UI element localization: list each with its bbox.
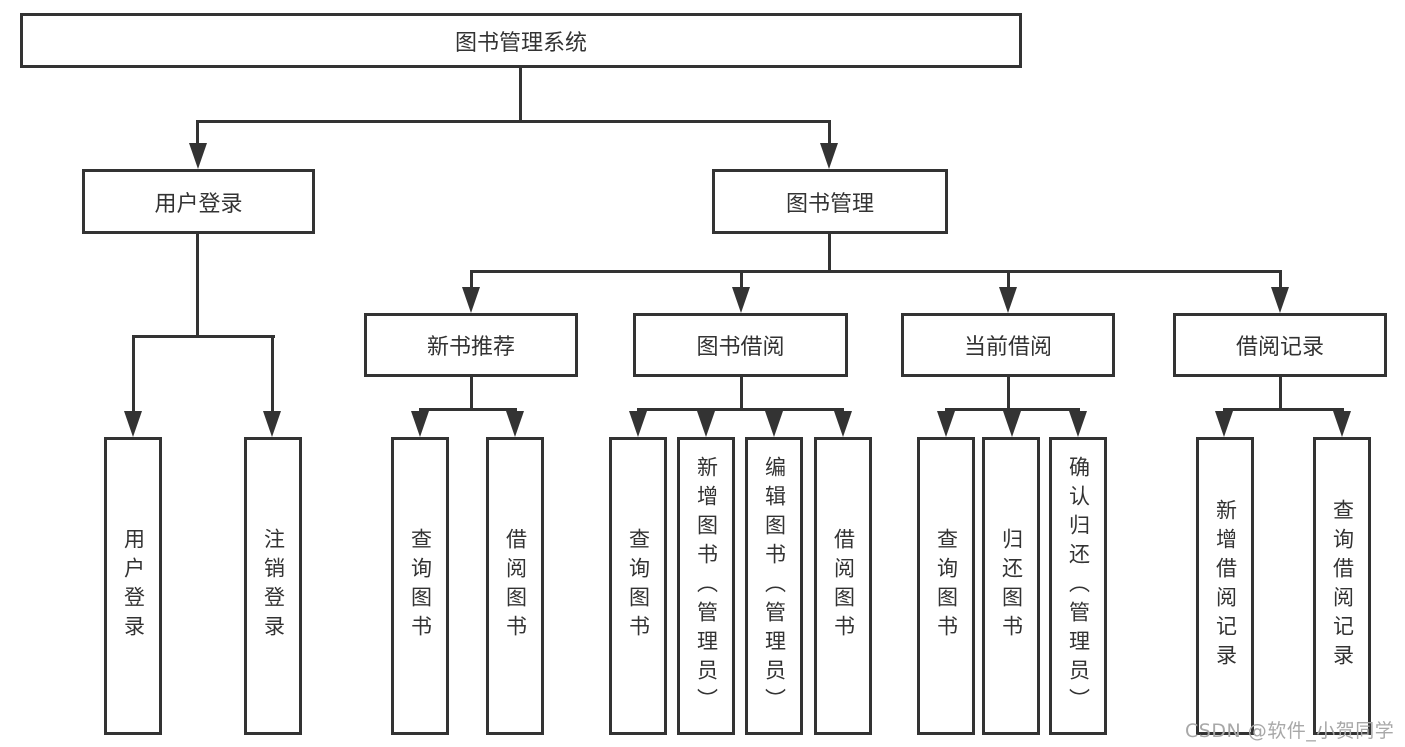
connector-book-mgmt-stem bbox=[828, 234, 831, 273]
leaf-cb-confirm-return-admin: 确认归还（管理员） bbox=[1049, 437, 1107, 735]
connector-book-mgmt-branch bbox=[470, 270, 1282, 273]
arrowhead-bb-query bbox=[629, 411, 647, 437]
connector-bb-stem bbox=[740, 377, 743, 410]
leaf-br-add-record: 新增借阅记录 bbox=[1196, 437, 1254, 735]
arrowhead-br-query bbox=[1333, 411, 1351, 437]
node-current-borrowing: 当前借阅 bbox=[901, 313, 1115, 377]
leaf-cb-return-books: 归还图书 bbox=[982, 437, 1040, 735]
leaf-bb-borrow-books-label: 借阅图书 bbox=[831, 528, 856, 644]
connector-drop-new-book-rec bbox=[470, 270, 473, 289]
node-book-borrowing: 图书借阅 bbox=[633, 313, 848, 377]
node-book-management-label: 图书管理 bbox=[785, 191, 874, 217]
arrowhead-cb-return bbox=[1003, 411, 1021, 437]
arrowhead-borrow-records bbox=[1271, 287, 1289, 313]
arrowhead-book-mgmt bbox=[820, 143, 838, 169]
connector-cb-stem bbox=[1007, 377, 1010, 410]
leaf-logout: 注销登录 bbox=[244, 437, 302, 735]
connector-drop-user-login bbox=[196, 120, 199, 146]
connector-nbr-branch bbox=[419, 408, 517, 411]
leaf-cb-return-books-label: 归还图书 bbox=[999, 528, 1024, 644]
leaf-cb-query-books: 查询图书 bbox=[917, 437, 975, 735]
arrowhead-cb-query bbox=[937, 411, 955, 437]
arrowhead-new-book-rec bbox=[462, 287, 480, 313]
node-borrowing-records: 借阅记录 bbox=[1173, 313, 1387, 377]
connector-root-stem bbox=[519, 66, 522, 122]
arrowhead-leaf-login bbox=[124, 411, 142, 437]
connector-cb-branch bbox=[945, 408, 1080, 411]
connector-bb-branch bbox=[637, 408, 844, 411]
node-new-book-recommend-label: 新书推荐 bbox=[426, 335, 515, 360]
node-borrowing-records-label: 借阅记录 bbox=[1235, 335, 1324, 360]
connector-drop-current-borrow bbox=[1007, 270, 1010, 289]
arrowhead-bb-borrow bbox=[834, 411, 852, 437]
leaf-bb-query-books-label: 查询图书 bbox=[626, 528, 651, 644]
arrowhead-nbr-borrow bbox=[506, 411, 524, 437]
leaf-cb-query-books-label: 查询图书 bbox=[934, 528, 959, 644]
arrowhead-br-add bbox=[1215, 411, 1233, 437]
connector-nbr-stem bbox=[470, 377, 473, 410]
leaf-br-query-record-label: 查询借阅记录 bbox=[1330, 499, 1355, 673]
arrowhead-leaf-logout bbox=[263, 411, 281, 437]
connector-user-login-branch bbox=[132, 335, 275, 338]
leaf-bb-add-books-admin: 新增图书（管理员） bbox=[677, 437, 735, 735]
connector-drop-leaf-login bbox=[132, 335, 135, 413]
connector-br-branch bbox=[1223, 408, 1344, 411]
node-library-system-label: 图书管理系统 bbox=[454, 30, 587, 56]
node-user-login: 用户登录 bbox=[82, 169, 315, 234]
arrowhead-nbr-query bbox=[411, 411, 429, 437]
connector-br-stem bbox=[1279, 377, 1282, 410]
node-user-login-label: 用户登录 bbox=[154, 191, 243, 217]
arrowhead-cb-confirm bbox=[1069, 411, 1087, 437]
leaf-bb-edit-books-admin-label: 编辑图书（管理员） bbox=[762, 455, 787, 717]
arrowhead-bb-edit bbox=[765, 411, 783, 437]
leaf-br-add-record-label: 新增借阅记录 bbox=[1213, 499, 1238, 673]
csdn-watermark: CSDN @软件_小贺同学 bbox=[1185, 720, 1395, 742]
connector-user-login-stem bbox=[196, 234, 199, 337]
leaf-nbr-borrow-books: 借阅图书 bbox=[486, 437, 544, 735]
arrowhead-bb-add bbox=[697, 411, 715, 437]
node-new-book-recommend: 新书推荐 bbox=[364, 313, 578, 377]
leaf-nbr-query-books: 查询图书 bbox=[391, 437, 449, 735]
leaf-bb-edit-books-admin: 编辑图书（管理员） bbox=[745, 437, 803, 735]
leaf-nbr-query-books-label: 查询图书 bbox=[408, 528, 433, 644]
leaf-nbr-borrow-books-label: 借阅图书 bbox=[503, 528, 528, 644]
node-book-management: 图书管理 bbox=[712, 169, 948, 234]
arrowhead-current-borrow bbox=[999, 287, 1017, 313]
connector-drop-borrow-records bbox=[1279, 270, 1282, 289]
leaf-cb-confirm-return-admin-label: 确认归还（管理员） bbox=[1066, 455, 1091, 717]
leaf-user-login: 用户登录 bbox=[104, 437, 162, 735]
connector-root-branch bbox=[197, 120, 831, 123]
node-current-borrowing-label: 当前借阅 bbox=[963, 335, 1052, 360]
leaf-logout-label: 注销登录 bbox=[261, 528, 286, 644]
leaf-bb-borrow-books: 借阅图书 bbox=[814, 437, 872, 735]
connector-drop-leaf-logout bbox=[271, 335, 274, 413]
node-book-borrowing-label: 图书借阅 bbox=[696, 335, 785, 360]
leaf-br-query-record: 查询借阅记录 bbox=[1313, 437, 1371, 735]
arrowhead-user-login bbox=[189, 143, 207, 169]
arrowhead-book-borrow bbox=[732, 287, 750, 313]
leaf-bb-query-books: 查询图书 bbox=[609, 437, 667, 735]
leaf-bb-add-books-admin-label: 新增图书（管理员） bbox=[694, 455, 719, 717]
connector-drop-book-borrow bbox=[740, 270, 743, 289]
node-library-system: 图书管理系统 bbox=[20, 13, 1022, 68]
leaf-user-login-label: 用户登录 bbox=[121, 528, 146, 644]
connector-drop-book-mgmt bbox=[828, 120, 831, 146]
